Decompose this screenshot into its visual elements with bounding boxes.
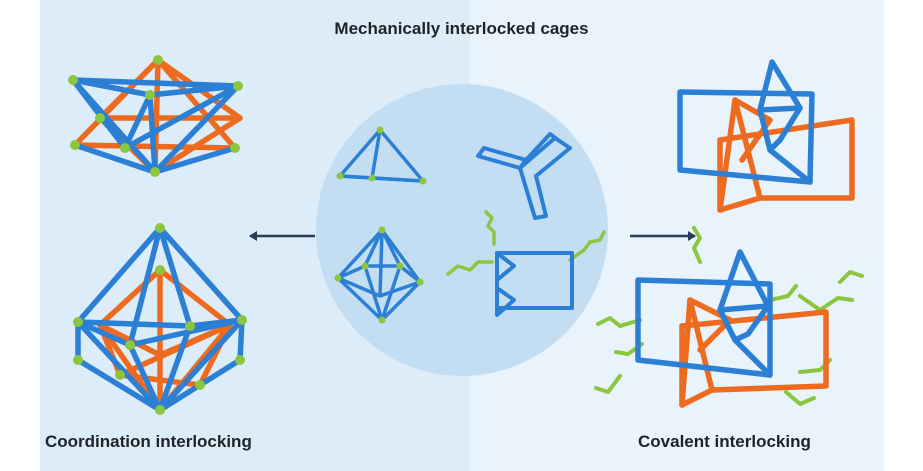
tetrahedron-cage-icon	[336, 126, 427, 185]
double-octahedron-cage-icon	[73, 223, 247, 415]
figure-title: Mechanically interlocked cages	[334, 19, 589, 38]
double-tetrahedron-cage-icon	[68, 55, 243, 177]
macrocycle-linker-icon	[446, 210, 606, 317]
interlocked-covalent-cage-icon	[677, 59, 855, 213]
tripodal-linker-icon	[476, 132, 572, 220]
interlocked-alkyl-covalent-cage-icon	[594, 226, 864, 408]
coordination-interlocking-label: Coordination interlocking	[45, 432, 252, 451]
covalent-interlocking-label: Covalent interlocking	[638, 432, 811, 451]
octahedron-cage-icon	[334, 226, 424, 324]
center-circle	[316, 84, 608, 376]
